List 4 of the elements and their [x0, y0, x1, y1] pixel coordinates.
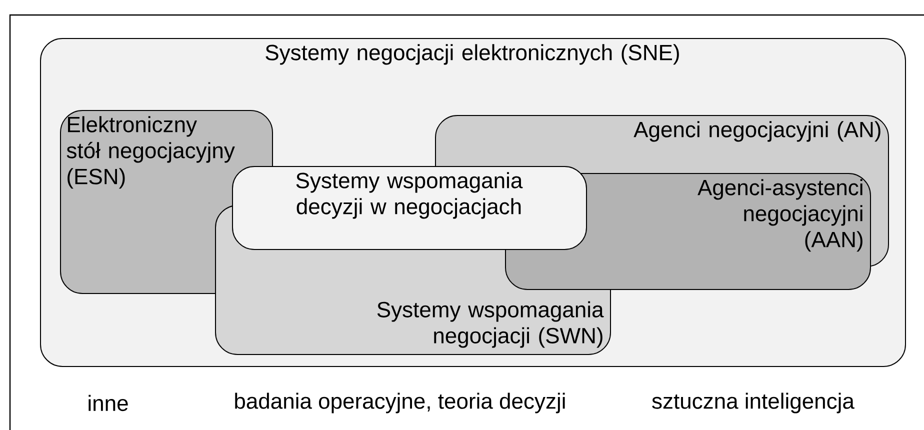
field-label: inne [88, 394, 128, 412]
field-label: sztuczna inteligencja [652, 392, 854, 414]
field-label: badania operacyjne, teoria decyzji [235, 392, 565, 414]
area-box: Systemy wspomagania decyzji w negocjacjach [232, 166, 587, 250]
